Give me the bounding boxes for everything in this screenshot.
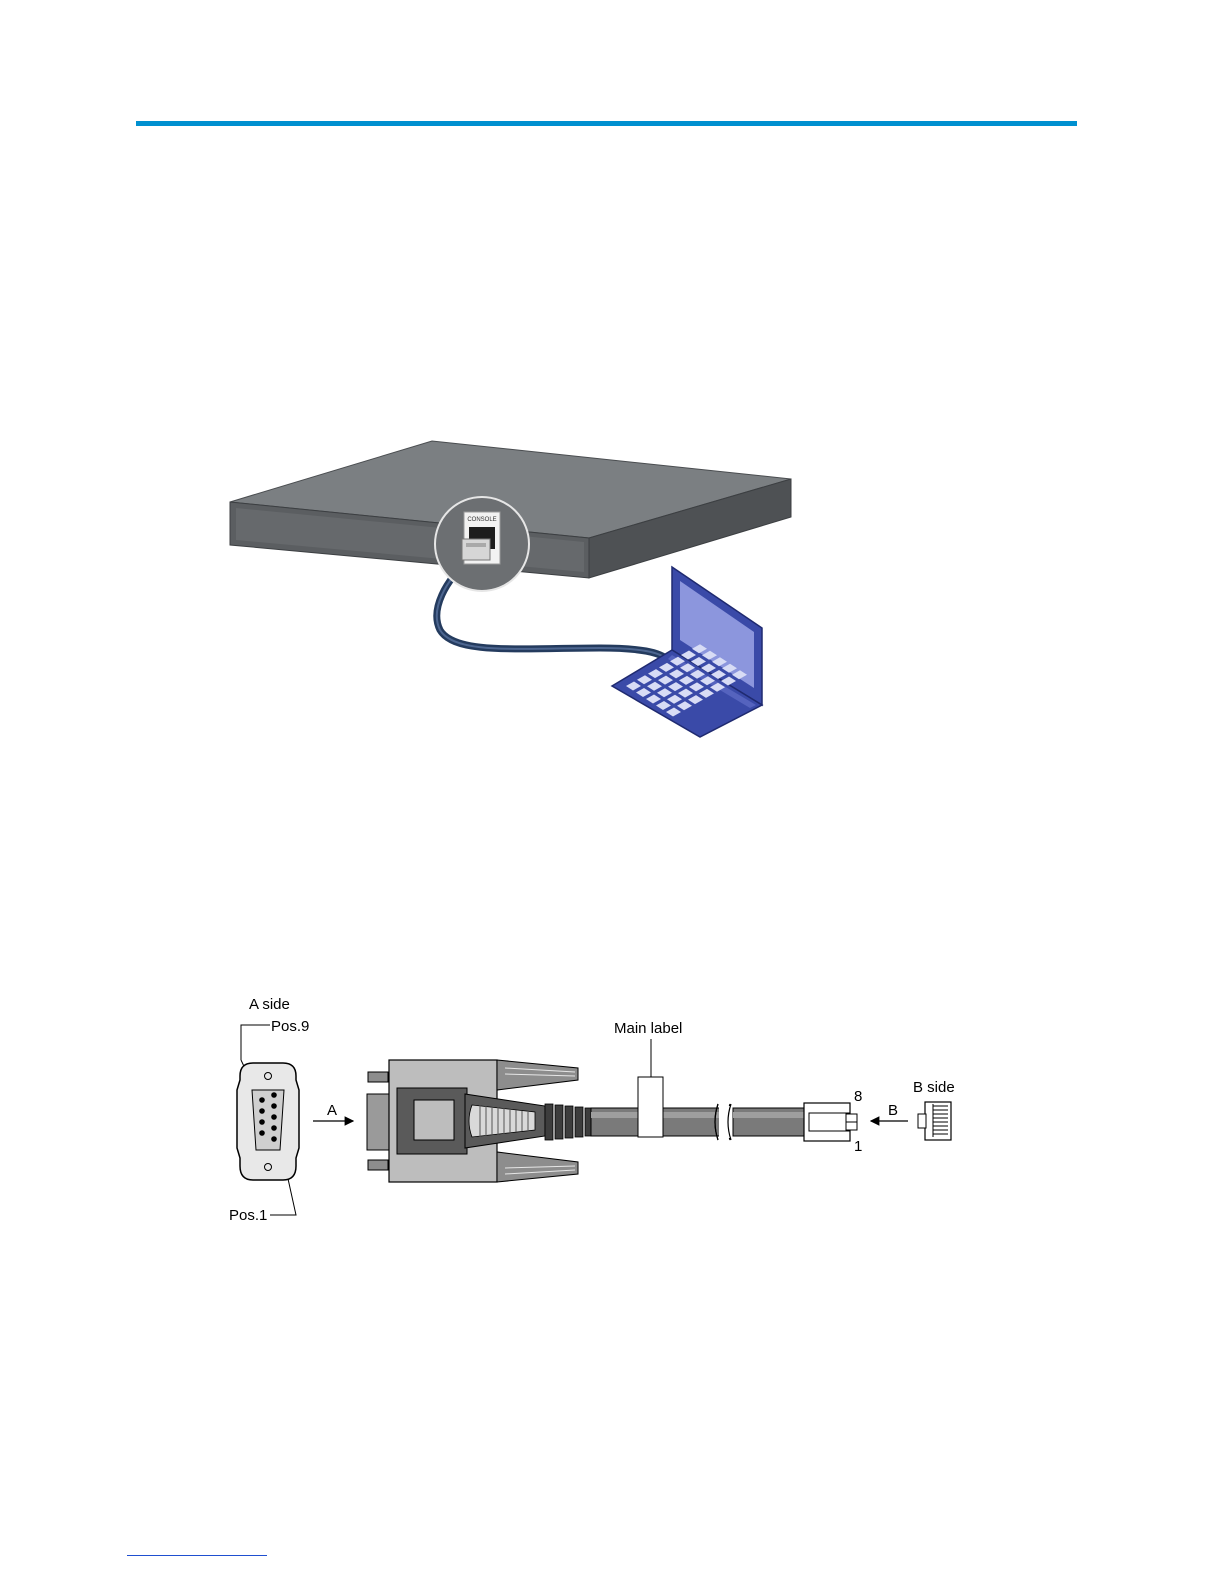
arrow-b-label: B [888,1102,898,1119]
a-side-label: A side [249,996,290,1013]
pin1-label: 1 [854,1138,862,1155]
pos1-label: Pos.1 [229,1207,267,1224]
pos9-label: Pos.9 [271,1018,309,1035]
footer-link-rule [127,1555,267,1556]
rj45-connector [804,1103,857,1141]
db9-connector [367,1060,591,1182]
cable-body [591,1104,805,1140]
rj45-face-icon [918,1102,951,1140]
main-label-text: Main label [614,1020,682,1037]
arrow-a-label: A [327,1102,337,1119]
pin8-label: 8 [854,1088,862,1105]
main-label-tag [638,1077,663,1137]
b-side-label: B side [913,1079,955,1096]
